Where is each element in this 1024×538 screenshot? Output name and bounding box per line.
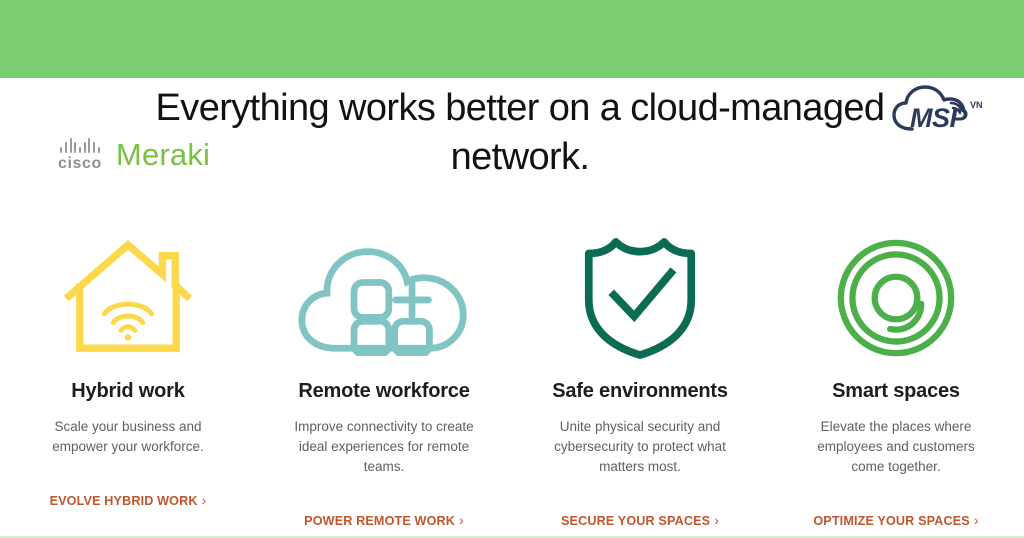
bottom-divider	[0, 536, 1024, 538]
page-title: Everything works better on a cloud-manag…	[155, 87, 885, 178]
shield-check-icon	[582, 238, 698, 359]
header: Everything works better on a cloud-manag…	[0, 78, 1024, 230]
cisco-logo: cisco	[58, 138, 102, 172]
feature-card-safe-environments[interactable]: Safe environments Unite physical securit…	[512, 238, 768, 538]
cta-evolve-hybrid-work[interactable]: EVOLVE HYBRID WORK›	[0, 492, 256, 508]
svg-text:VN: VN	[970, 100, 983, 110]
msp-cloud-icon: MSP VN	[892, 85, 983, 133]
cta-label: POWER REMOTE WORK	[304, 514, 456, 528]
chevron-right-icon: ›	[973, 512, 979, 528]
top-green-band	[0, 0, 1024, 78]
cta-label: OPTIMIZE YOUR SPACES	[813, 514, 970, 528]
svg-text:MSP: MSP	[910, 103, 969, 133]
smart-spaces-circles-icon	[836, 238, 956, 358]
card-title: Safe environments	[552, 380, 728, 402]
house-wifi-icon	[63, 238, 193, 358]
card-title: Smart spaces	[832, 380, 960, 402]
feature-card-hybrid-work[interactable]: Hybrid work Scale your business and empo…	[0, 238, 256, 538]
cta-optimize-your-spaces[interactable]: OPTIMIZE YOUR SPACES›	[768, 512, 1024, 528]
chevron-right-icon: ›	[459, 512, 464, 528]
card-description: Improve connectivity to create ideal exp…	[294, 419, 474, 474]
card-description: Scale your business and empower your wor…	[52, 419, 204, 454]
cta-power-remote-work[interactable]: POWER REMOTE WORK›	[256, 512, 512, 528]
meraki-wordmark: Meraki	[115, 137, 211, 172]
chevron-right-icon: ›	[714, 512, 719, 528]
cloud-apps-icon	[296, 238, 472, 358]
cisco-meraki-logo[interactable]: cisco Meraki	[58, 138, 210, 172]
cta-label: SECURE YOUR SPACES	[560, 514, 711, 528]
cisco-wordmark: cisco	[58, 155, 102, 172]
cisco-bars-icon	[60, 138, 100, 153]
feature-cards: Hybrid work Scale your business and empo…	[0, 238, 1024, 538]
card-title: Remote workforce	[298, 380, 470, 402]
card-title: Hybrid work	[71, 380, 185, 402]
card-description: Elevate the places where employees and c…	[817, 419, 975, 474]
msp-logo[interactable]: MSP VN	[890, 82, 996, 140]
card-description: Unite physical security and cybersecurit…	[554, 419, 726, 474]
feature-card-remote-workforce[interactable]: Remote workforce Improve connectivity to…	[256, 238, 512, 538]
feature-card-smart-spaces[interactable]: Smart spaces Elevate the places where em…	[768, 238, 1024, 538]
cta-secure-your-spaces[interactable]: SECURE YOUR SPACES›	[512, 512, 768, 528]
chevron-right-icon: ›	[201, 492, 207, 508]
cta-label: EVOLVE HYBRID WORK	[49, 494, 198, 508]
